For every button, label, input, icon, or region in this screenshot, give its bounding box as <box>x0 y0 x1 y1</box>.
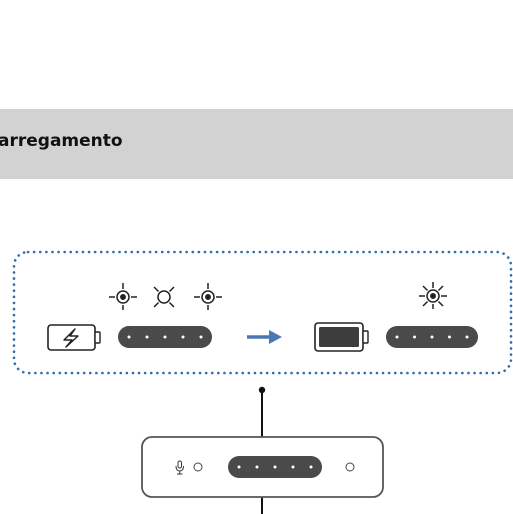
pill-dot <box>127 335 131 339</box>
right-arrow-icon <box>247 330 282 344</box>
section-title: arregamento <box>0 131 123 151</box>
pill-dot <box>465 335 469 339</box>
pill-dot-group <box>237 465 313 469</box>
indicator-hole-icon <box>345 462 355 472</box>
led-on-icon <box>109 283 137 310</box>
pill-dot <box>309 465 313 469</box>
pill-dot <box>199 335 203 339</box>
led-on-icon <box>194 283 222 310</box>
pill-dot-group <box>127 335 203 339</box>
indicator-hole-icon <box>193 462 203 472</box>
pill-dot <box>413 335 416 339</box>
pill-dot <box>395 335 399 339</box>
pill-dot <box>237 465 241 469</box>
callout-connector <box>258 386 266 514</box>
led-off-icon <box>153 286 175 308</box>
pill-dot <box>255 465 259 469</box>
pill-dot <box>181 335 185 339</box>
battery-full-icon <box>314 322 369 352</box>
callout-dotted-frame <box>12 250 513 375</box>
battery-charging-icon <box>47 324 101 351</box>
pill-dot <box>430 335 434 339</box>
pill-dot <box>448 335 451 339</box>
section-header-band <box>0 109 513 179</box>
pill-dot <box>163 335 167 339</box>
pill-dot <box>291 465 295 469</box>
pill-dot <box>145 335 149 339</box>
microphone-icon <box>175 460 184 475</box>
pill-dot <box>273 465 277 469</box>
pill-dot-group <box>395 335 469 339</box>
led-solid-icon <box>419 282 447 309</box>
